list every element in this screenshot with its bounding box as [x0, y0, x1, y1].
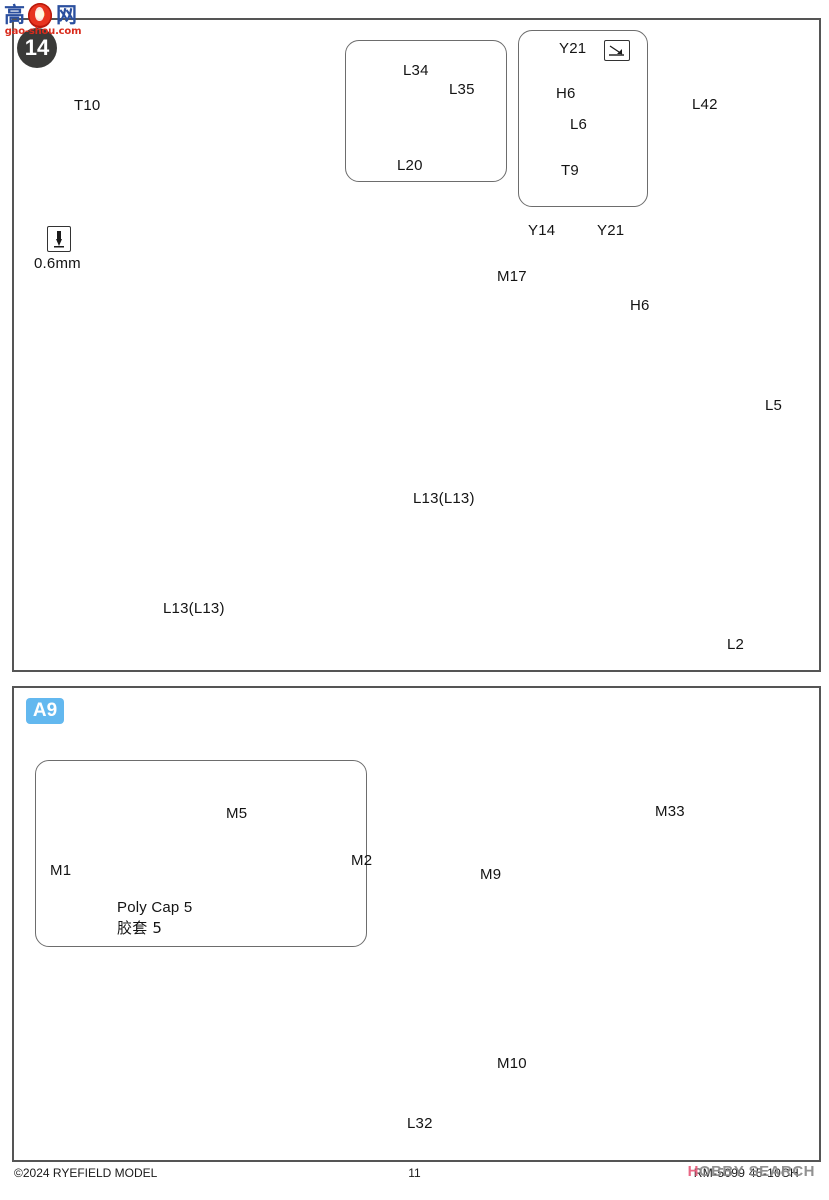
step-number-badge: 14 [17, 28, 57, 68]
label-m1: M1 [50, 862, 72, 879]
gaoshou-watermark-logo: 高 网 gao-shou.com [4, 3, 82, 48]
page-footer: ©2024 RYEFIELD MODEL 11 RM-5099 45-10CH [0, 1166, 829, 1192]
watermark-hobby-mark: H [687, 1163, 699, 1180]
inset-box-l20 [345, 40, 507, 182]
page-number: 11 [408, 1166, 421, 1180]
drill-glyph [54, 231, 64, 248]
copyright-text: ©2024 RYEFIELD MODEL [14, 1166, 158, 1180]
label-y14: Y14 [528, 222, 556, 239]
label-l13-turret: L13(L13) [413, 490, 475, 507]
label-m2: M2 [351, 852, 373, 869]
label-l13-hull: L13(L13) [163, 600, 225, 617]
inset-box-polycap [35, 760, 367, 947]
label-m17: M17 [497, 268, 527, 285]
label-h6: H6 [630, 297, 650, 314]
label-l42: L42 [692, 96, 718, 113]
label-t9: T9 [561, 162, 579, 179]
flame-icon [28, 3, 52, 28]
label-l2: L2 [727, 636, 745, 653]
label-m10: M10 [497, 1055, 527, 1072]
label-m33: M33 [655, 803, 685, 820]
label-m9: M9 [480, 866, 502, 883]
hobbysearch-watermark: HOBBY SEARCH [688, 1163, 815, 1180]
label-l35: L35 [449, 81, 475, 98]
watermark-domain: gao-shou.com [4, 26, 82, 37]
drill-icon [47, 226, 71, 252]
watermark-char-left: 高 [4, 3, 25, 27]
label-l32: L32 [407, 1115, 433, 1132]
label-polycap-en: Poly Cap 5 [117, 899, 193, 916]
label-l20: L20 [397, 157, 423, 174]
label-h6-inset: H6 [556, 85, 576, 102]
label-y21-inset: Y21 [559, 40, 587, 57]
label-polycap-cn: 胶套 5 [117, 919, 163, 937]
photo-etch-bend-icon [604, 40, 630, 61]
kit-number: RM-5099 45-10CH [693, 1166, 799, 1180]
watermark-hobby-text: OBBY SEARCH [698, 1163, 815, 1180]
label-drill-size: 0.6mm [34, 255, 81, 272]
label-t10: T10 [74, 97, 101, 114]
label-m5: M5 [226, 805, 248, 822]
label-l5: L5 [765, 397, 783, 414]
sub-step-badge: A9 [26, 698, 64, 724]
watermark-char-right: 网 [56, 3, 77, 27]
label-l34: L34 [403, 62, 429, 79]
bend-glyph [609, 45, 624, 56]
label-l6: L6 [570, 116, 588, 133]
label-y21: Y21 [597, 222, 625, 239]
